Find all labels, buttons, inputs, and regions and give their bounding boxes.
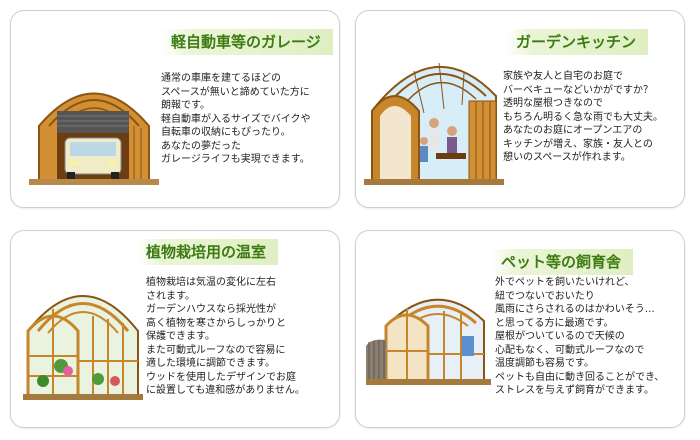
card-description: 家族や友人と自宅のお庭で バーベキューなどいかがですか？ 透明な屋根つきなので … [503,71,663,163]
kitchen-illustration [364,41,504,191]
card-description: 通常の車庫を建てるほどの スペースが無いと諦めていた方に 朗報です。 軽自動車が… [161,73,311,165]
card-title: 植物栽培用の温室 [136,239,279,265]
card-title: ペット等の飼育舎 [491,249,634,275]
card-description: 外でペットを飼いたいけれど、 紐でつないでおいたり 風雨にさらされるのはかわいそ… [495,277,665,396]
card-garden-kitchen: ガーデンキッチン 家族や友人と自宅のお庭で [355,10,685,208]
pet-house-illustration [366,276,491,396]
card-title: ガーデンキッチン [506,29,649,55]
garage-illustration [29,66,159,191]
card-pet-house: ペット等の飼育舎 外でペットを飼いたいけれど、 紐でつ [355,230,685,428]
card-garage: 軽自動車等のガレージ 通常の車庫を建てるほどの スペース [10,10,340,208]
greenhouse-illustration [23,271,143,401]
card-title: 軽自動車等のガレージ [161,29,333,55]
card-description: 植物栽培は気温の変化に左右 されます。 ガーデンハウスなら採光性が 高く植物を寒… [146,277,305,396]
card-greenhouse: 植物栽培用の温室 植物栽培は気温の変化に左右 されます。 ガーデンハウスなら採光… [10,230,340,428]
